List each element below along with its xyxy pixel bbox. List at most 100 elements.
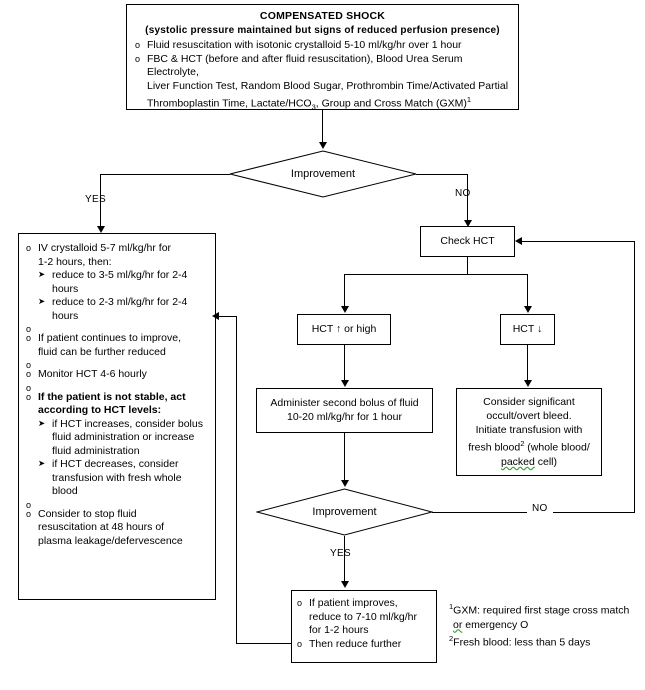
connector-no-loop-to-checkhct <box>520 241 635 242</box>
improvement-decision-bottom: Improvement <box>256 488 433 536</box>
footnote-1-cont: or emergency O <box>449 618 629 632</box>
arrow-left-icon <box>515 237 522 245</box>
footnote-1-line2a: or <box>453 618 463 631</box>
bolus-line2: 10-20 ml/kg/hr for 1 hour <box>287 410 402 423</box>
connector-checkhct-split <box>344 274 528 275</box>
arrow-down-icon <box>319 142 327 149</box>
spacer <box>25 323 207 337</box>
footnotes: 1GXM: required first stage cross match o… <box>449 600 629 649</box>
left-b1-sublist: reduce to 3-5 ml/kg/hr for 2-4 hours red… <box>38 268 207 323</box>
edge-label-no-bottom: NO <box>527 503 553 514</box>
connector-no-loop-right-v <box>634 241 635 513</box>
list-item: IV crystalloid 5-7 ml/kg/hr for 1-2 hour… <box>25 242 207 323</box>
footnote-1-marker: 1 <box>449 602 454 611</box>
improvement-decision-top: Improvement <box>229 150 417 198</box>
connector-bolus-to-improvement2 <box>344 433 345 482</box>
hct-high-box: HCT ↑ or high <box>297 314 391 345</box>
check-hct-box: Check HCT <box>420 226 515 257</box>
connector-improves-loop-v <box>236 316 237 644</box>
compensated-shock-box: COMPENSATED SHOCK (systolic pressure mai… <box>126 4 519 112</box>
footnote-1-line1: GXM: required first stage cross match <box>453 604 630 617</box>
compensated-shock-bullets: Fluid resuscitation with isotonic crysta… <box>134 39 511 114</box>
check-hct-label: Check HCT <box>440 234 495 247</box>
improves-b2: Then reduce further <box>309 637 402 650</box>
footnote-2: 2Fresh blood: less than 5 days <box>449 632 629 650</box>
spacer <box>25 382 207 396</box>
list-item: FBC & HCT (before and after fluid resusc… <box>134 53 511 115</box>
improves-b1-line2: reduce to 7-10 ml/kg/hr <box>309 610 417 623</box>
left-b1-sub1: reduce to 3-5 ml/kg/hr for 2-4 hours <box>52 269 188 295</box>
arrow-down-icon <box>341 380 349 387</box>
transfusion-line5a: packed <box>500 455 535 468</box>
list-item: Fluid resuscitation with isotonic crysta… <box>134 39 511 53</box>
arrow-down-icon <box>464 220 472 227</box>
left-b1-line1: IV crystalloid 5-7 ml/kg/hr for <box>38 242 172 254</box>
list-item: reduce to 3-5 ml/kg/hr for 2-4 hours <box>38 268 207 296</box>
left-b3: Monitor HCT 4-6 hourly <box>38 368 147 380</box>
top-bullet-2-line1: FBC & HCT (before and after fluid resusc… <box>147 52 463 79</box>
connector-improvement-no-h <box>416 174 468 175</box>
transfusion-box: Consider significant occult/overt bleed.… <box>456 388 602 476</box>
top-bullet-2-line3a: Thromboplastin Time, Lactate/HCO <box>147 97 312 110</box>
left-b1-line2: 1-2 hours, then: <box>38 255 112 268</box>
connector-improvement2-yes <box>344 536 345 583</box>
second-bolus-box: Administer second bolus of fluid 10-20 m… <box>256 388 433 433</box>
transfusion-line4a: fresh blood <box>468 441 521 454</box>
list-item: Then reduce further <box>296 638 430 652</box>
connector-topbox-to-improvement <box>322 110 323 146</box>
list-item: reduce to 2-3 ml/kg/hr for 2-4 hours <box>38 295 207 323</box>
improvement-bottom-label: Improvement <box>312 506 377 518</box>
hct-high-label: HCT ↑ or high <box>311 322 377 335</box>
connector-improves-loop-to-leftbox <box>216 316 237 317</box>
transfusion-line4: fresh blood2 (whole blood/ <box>468 437 590 455</box>
left-b5-line1: Consider to stop fluid <box>38 507 137 520</box>
left-b5-line2: resuscitation at 48 hours of <box>38 521 165 533</box>
arrow-down-icon <box>524 380 532 387</box>
connector-checkhct-down <box>467 257 468 275</box>
list-item: If the patient is not stable, act accord… <box>25 391 207 499</box>
list-item: If patient continues to improve, fluid c… <box>25 332 207 359</box>
improvement-top-label: Improvement <box>290 168 356 180</box>
left-management-box: IV crystalloid 5-7 ml/kg/hr for 1-2 hour… <box>18 233 216 600</box>
arrow-down-icon <box>341 306 349 313</box>
connector-hctlow-to-transfusion <box>527 345 528 382</box>
footnote-2-text: Fresh blood: less than 5 days <box>453 636 591 648</box>
connector-to-hct-low <box>527 274 528 308</box>
left-b4-bold-line2: according to HCT levels: <box>38 404 162 416</box>
improves-b1-line1: If patient improves, <box>309 597 398 609</box>
transfusion-line5: packed cell) <box>501 455 557 469</box>
list-item: if HCT decreases, consider transfusion w… <box>38 457 207 499</box>
transfusion-line4b: (whole blood/ <box>524 441 590 454</box>
list-item: If patient improves, reduce to 7-10 ml/k… <box>296 597 430 638</box>
arrow-left-icon <box>212 312 219 320</box>
connector-improvement-yes-v <box>100 174 101 230</box>
connector-hcthigh-to-bolus <box>344 345 345 382</box>
gxm-footnote-marker: 1 <box>466 95 472 104</box>
diamond-shape <box>256 488 433 536</box>
left-b4-sublist: if HCT increases, consider bolus fluid a… <box>38 417 207 499</box>
transfusion-line5b: cell) <box>534 455 558 468</box>
left-b4-sub1: if HCT increases, consider bolus fluid a… <box>52 417 203 457</box>
list-item: Consider to stop fluid resuscitation at … <box>25 508 207 549</box>
patient-improves-box: If patient improves, reduce to 7-10 ml/k… <box>291 590 437 663</box>
top-bullet-1-text: Fluid resuscitation with isotonic crysta… <box>147 39 462 51</box>
improves-box-bullets: If patient improves, reduce to 7-10 ml/k… <box>296 597 430 651</box>
hct-low-box: HCT ↓ <box>500 314 555 345</box>
connector-improvement-no-v <box>467 174 468 224</box>
hco3-subscript: 3 <box>311 102 316 112</box>
footnote-1: 1GXM: required first stage cross match <box>449 600 629 618</box>
left-b4-bold-line1: If the patient is not stable, act <box>38 390 186 403</box>
connector-improves-loop-h <box>236 643 292 644</box>
improves-b1-line3: for 1-2 hours <box>309 624 369 636</box>
arrow-down-icon <box>341 581 349 588</box>
arrow-down-icon <box>524 306 532 313</box>
list-item: if HCT increases, consider bolus fluid a… <box>38 417 207 459</box>
left-b1-sub2: reduce to 2-3 ml/kg/hr for 2-4 hours <box>52 296 188 322</box>
transfusion-line2: occult/overt bleed. <box>486 410 572 423</box>
arrow-down-icon <box>341 480 349 487</box>
spacer <box>25 359 207 373</box>
edge-label-no-top: NO <box>455 188 471 199</box>
diamond-shape <box>229 150 417 198</box>
hct-low-label: HCT ↓ <box>512 322 543 335</box>
left-b2-line1: If patient continues to improve, <box>38 332 181 344</box>
